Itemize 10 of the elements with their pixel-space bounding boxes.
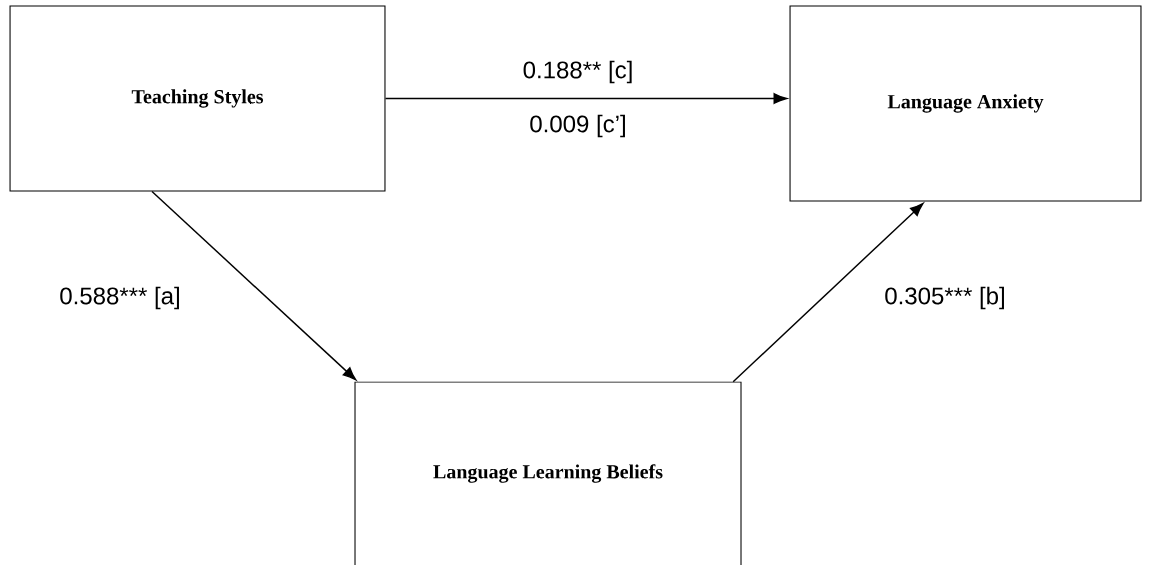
edge-label: 0.305*** [b] — [885, 286, 1004, 310]
variable-box: Language Anxiety — [789, 5, 1142, 202]
variable-box: Language Learning Beliefs — [354, 381, 742, 566]
arrow — [732, 202, 924, 383]
variable-box: Teaching Styles — [9, 5, 386, 192]
arrow — [384, 93, 788, 104]
edge-label: 0.588*** [a] — [60, 286, 179, 310]
coefficient-label: 0.009 [c’] — [530, 114, 625, 138]
arrow — [151, 190, 357, 381]
edge-label: 0.188** [c] — [523, 60, 632, 84]
